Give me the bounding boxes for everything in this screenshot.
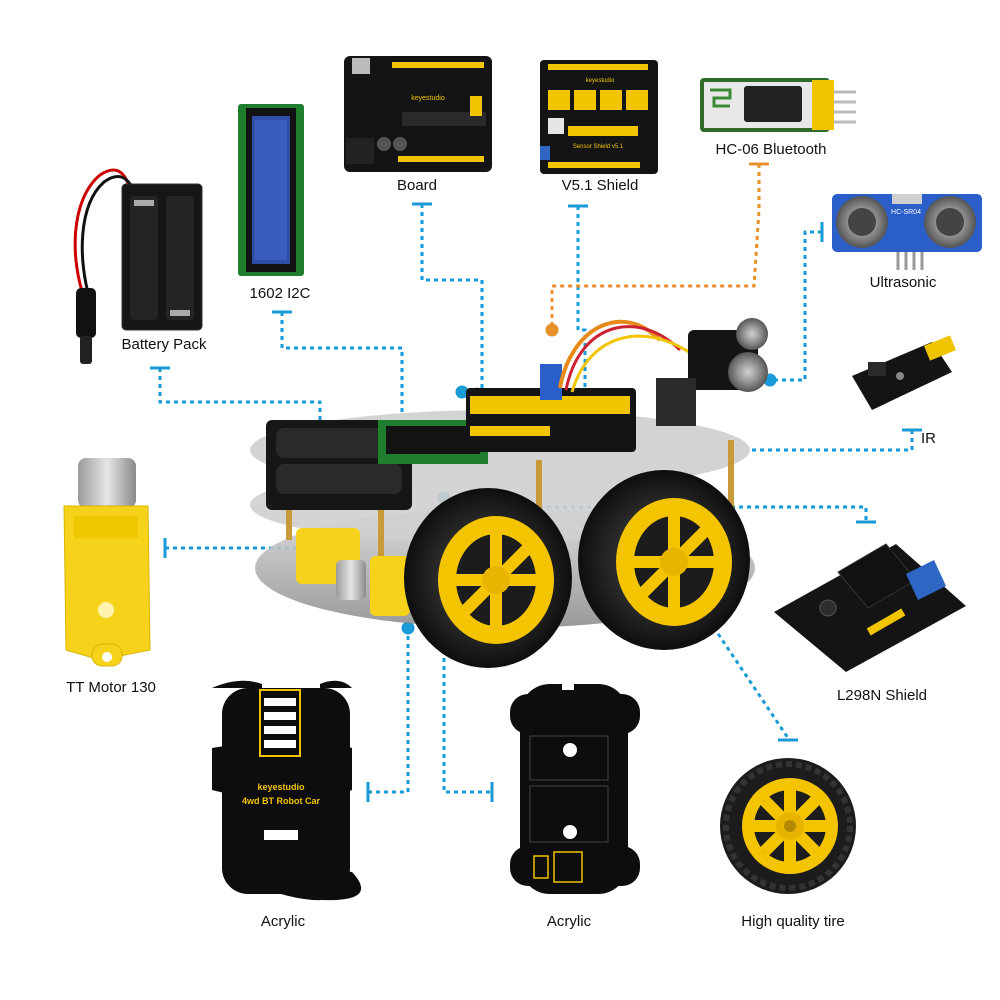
bluetooth-module-image (700, 78, 856, 132)
connector-shield (576, 206, 587, 420)
connector-acrylic1 (368, 628, 410, 794)
l298n-shield-image (774, 543, 966, 672)
connector-bluetooth (550, 164, 761, 330)
shield-brand-text: keyestudio (586, 78, 615, 84)
board-label: Board (396, 177, 438, 194)
car-wheel-front-right (578, 470, 750, 650)
lcd-1602-image (238, 104, 304, 276)
battery-pack-label: Battery Pack (121, 336, 207, 353)
ultrasonic-label: Ultrasonic (869, 274, 937, 291)
acrylic-title-text: 4wd BT Robot Car (242, 796, 320, 806)
tt-motor-label: TT Motor 130 (66, 679, 156, 696)
connector-battery (158, 368, 322, 455)
ultrasonic-module-image: HC-SR04 (832, 194, 982, 270)
acrylic-brand-text: keyestudio (257, 782, 305, 792)
shield-label: V5.1 Shield (561, 177, 639, 194)
tt-motor-image (63, 458, 151, 667)
car-wheel-front-left (404, 488, 572, 668)
l298n-label: L298N Shield (836, 687, 928, 704)
acrylic-bottom-label: Acrylic (546, 913, 592, 930)
ultrasonic-model-text: HC-SR04 (891, 209, 921, 216)
tire-image (720, 758, 856, 894)
connector-ir (730, 430, 914, 452)
board-brand-text: keyestudio (411, 95, 445, 102)
acrylic-plate-top-image: keyestudio 4wd BT Robot Car (212, 680, 362, 901)
robot-car-image (250, 318, 768, 668)
connector-board (420, 204, 484, 394)
connector-lcd (280, 312, 404, 420)
tire-label: High quality tire (741, 913, 845, 930)
ir-label: IR (921, 430, 936, 447)
bluetooth-endpoints (545, 162, 769, 337)
acrylic-top-label: Acrylic (260, 913, 306, 930)
v51-shield-image: keyestudio Sensor Shield v5.1 (540, 60, 658, 174)
bluetooth-label: HC-06 Bluetooth (715, 141, 827, 158)
shield-marking-text: Sensor Shield v5.1 (573, 144, 624, 150)
board-image: keyestudio (344, 56, 492, 172)
lcd-label: 1602 I2C (249, 285, 311, 302)
acrylic-plate-bottom-image (510, 682, 640, 894)
ir-module-image (852, 335, 956, 410)
connector-ultrasonic (770, 230, 822, 382)
battery-pack-image (73, 168, 203, 364)
